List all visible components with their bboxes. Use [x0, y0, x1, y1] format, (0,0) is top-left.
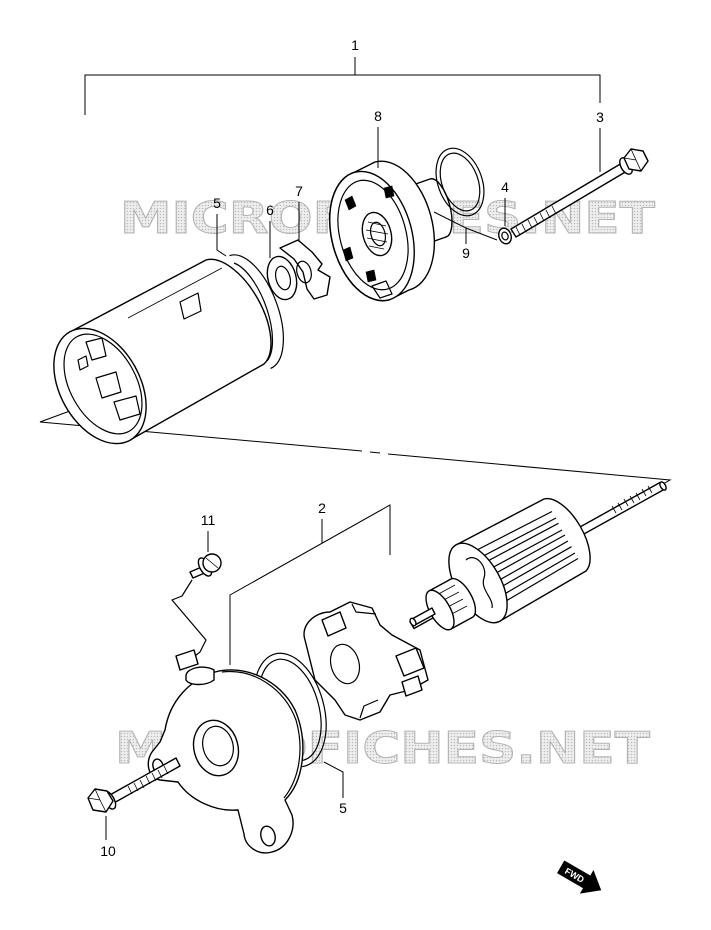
- mounting-bolt-head-edge: [87, 788, 107, 813]
- brake-plate-shape: [279, 239, 331, 300]
- end-cover-boss-inner: [202, 725, 234, 767]
- armature-spline: [611, 485, 653, 514]
- bracket-line-2: [229, 504, 391, 665]
- leader-9: [433, 211, 498, 244]
- brush-box-upper: [321, 611, 347, 637]
- washer-4: [498, 227, 512, 245]
- yoke-magnet-lower: [113, 395, 141, 421]
- callout-8: 8: [374, 108, 382, 124]
- callout-10: 10: [100, 843, 116, 859]
- callout-7: 7: [295, 183, 303, 199]
- washer-4-outer: [498, 227, 512, 245]
- brush-holder-hole: [329, 643, 361, 685]
- part-1-bracket: [84, 57, 601, 115]
- end-housing: [328, 160, 453, 302]
- yoke-magnet-upper: [85, 337, 107, 361]
- commutator-segments: [432, 584, 468, 619]
- washer-4-inner: [501, 231, 509, 241]
- armature-winding: [465, 557, 493, 609]
- brush-box-right: [395, 647, 425, 677]
- yoke-slot: [77, 355, 89, 371]
- washer-6: [266, 255, 298, 301]
- o-ring-9-inner: [439, 152, 481, 212]
- end-housing-cutout-1: [344, 195, 357, 211]
- terminal-screw-head-slot: [205, 557, 219, 569]
- part-2-bracket: [229, 504, 391, 665]
- yoke-housing: [53, 258, 272, 445]
- o-ring-top-inner: [233, 262, 274, 362]
- callout-5-bottom: 5: [339, 800, 347, 816]
- yoke-inner-rim: [63, 333, 143, 435]
- mounting-bolt-thread: [127, 765, 169, 795]
- end-housing-bearing: [361, 211, 393, 257]
- yoke-label-sticker: [179, 292, 202, 320]
- end-housing-tab: [371, 280, 393, 299]
- through-bolt-head-edge: [623, 148, 642, 172]
- end-cover-terminal-post: [185, 666, 215, 686]
- leader-5-bottom: [323, 761, 344, 798]
- washer-6-inner: [274, 265, 292, 291]
- armature-shaft-end: [659, 481, 667, 491]
- callout-4: 4: [501, 179, 509, 195]
- callout-1: 1: [351, 37, 359, 53]
- yoke-magnet-middle: [95, 371, 122, 399]
- fwd-arrow-icon: [557, 860, 602, 894]
- brush-terminal: [401, 675, 423, 697]
- lead-wire: [171, 579, 207, 661]
- armature-slots: [463, 510, 579, 610]
- end-housing-bearing-bore: [369, 221, 387, 247]
- o-ring-top-outer: [229, 254, 284, 369]
- o-ring-top: [229, 254, 284, 369]
- callout-2: 2: [318, 500, 326, 516]
- through-bolt: [510, 148, 649, 238]
- callout-9: 9: [462, 245, 470, 261]
- callout-11: 11: [201, 512, 216, 528]
- brush-holder: [303, 601, 429, 721]
- forward-direction-arrow: FWD: [557, 860, 602, 894]
- callout-5-top: 5: [213, 195, 221, 211]
- end-housing-cutout-4: [383, 185, 395, 199]
- terminal-screw: [171, 553, 222, 671]
- o-ring-9-outer: [435, 147, 485, 217]
- end-cover-ear-hole: [260, 825, 276, 847]
- callout-3: 3: [596, 109, 604, 125]
- end-housing-bearing-hatch: [365, 221, 389, 250]
- through-bolt-thread: [515, 205, 557, 236]
- callout-6: 6: [266, 202, 274, 218]
- mounting-bolt: [87, 757, 181, 813]
- end-cover-rim: [221, 670, 301, 799]
- bracket-line-1: [84, 57, 601, 115]
- washer-6-outer: [266, 255, 298, 301]
- yoke-seam-line: [127, 267, 223, 319]
- brush-holder-edge: [351, 603, 379, 719]
- lead-wire-terminal: [175, 649, 199, 671]
- end-cover: [147, 666, 304, 854]
- yoke-open-end: [53, 327, 147, 445]
- armature: [409, 481, 667, 631]
- leader-5-top: [216, 214, 227, 257]
- end-housing-cutout-2: [342, 246, 354, 262]
- brake-plate: [279, 239, 331, 300]
- o-ring-9: [435, 147, 485, 217]
- brake-plate-hole: [296, 260, 312, 284]
- armature-shaft-tip: [409, 617, 417, 627]
- end-housing-cutout-3: [365, 269, 377, 283]
- end-housing-face-rim: [337, 179, 409, 291]
